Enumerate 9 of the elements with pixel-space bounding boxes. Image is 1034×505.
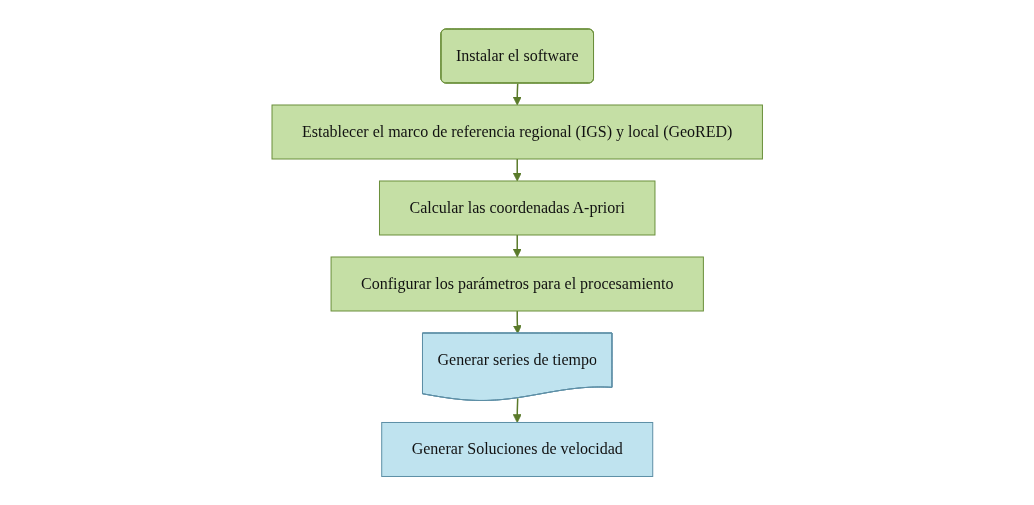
node-box: Configurar los parámetros para el procesamiento	[330, 256, 704, 312]
node-box: Generar Soluciones de velocidad	[381, 421, 653, 477]
arrow	[512, 82, 522, 106]
arrow	[512, 310, 522, 334]
arrow	[512, 158, 522, 182]
node-box: Calcular las coordenadas A-priori	[378, 180, 656, 236]
arrow	[512, 234, 522, 258]
arrow	[512, 397, 522, 423]
node-box: Establecer el marco de referencia regional (IGS) y local (GeoRED)	[271, 104, 763, 160]
